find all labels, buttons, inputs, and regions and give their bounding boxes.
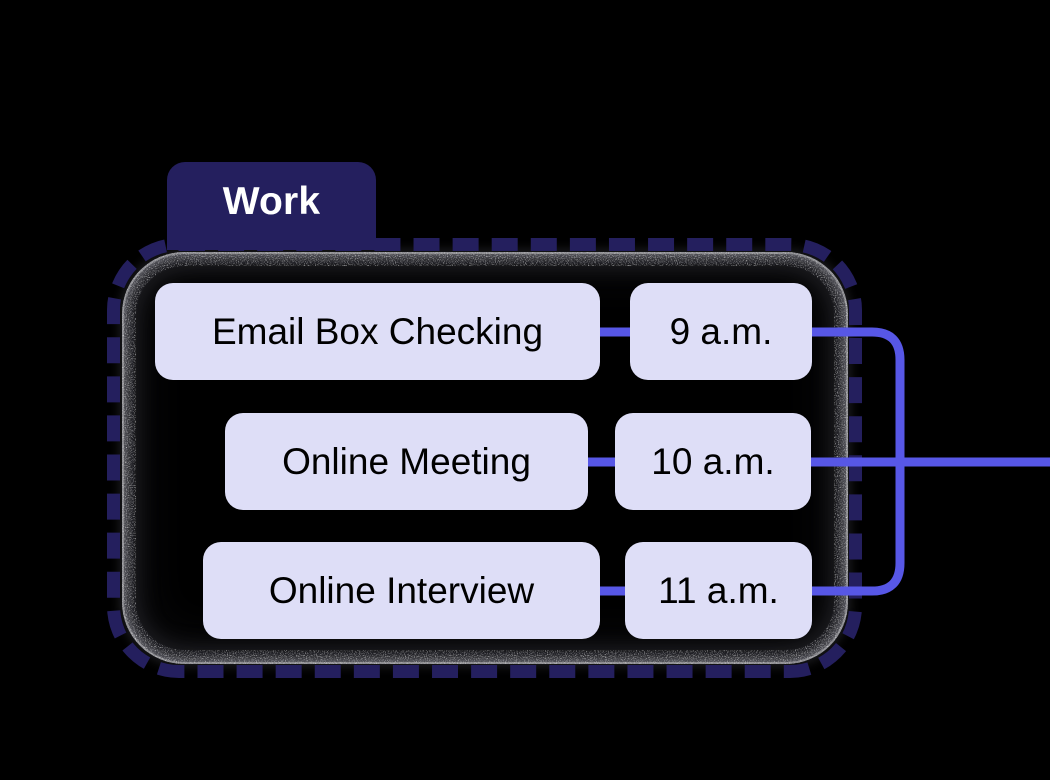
time-label-3: 11 a.m. [658, 570, 779, 611]
task-pill-2[interactable]: Online Meeting [225, 413, 588, 510]
time-label-2: 10 a.m. [651, 441, 775, 482]
task-pill-1[interactable]: Email Box Checking [155, 283, 600, 380]
time-label-1: 9 a.m. [669, 311, 773, 352]
task-label-3: Online Interview [268, 570, 535, 611]
group-tab-label: Work [222, 180, 321, 223]
task-label-2: Online Meeting [282, 441, 531, 482]
task-label-1: Email Box Checking [211, 311, 544, 352]
time-pill-1[interactable]: 9 a.m. [630, 283, 812, 380]
task-pill-3[interactable]: Online Interview [203, 542, 600, 639]
connector-bus-hit[interactable] [890, 326, 910, 598]
group-tab-work[interactable]: Work [167, 162, 376, 250]
time-pill-3[interactable]: 11 a.m. [625, 542, 812, 639]
time-pill-2[interactable]: 10 a.m. [615, 413, 811, 510]
